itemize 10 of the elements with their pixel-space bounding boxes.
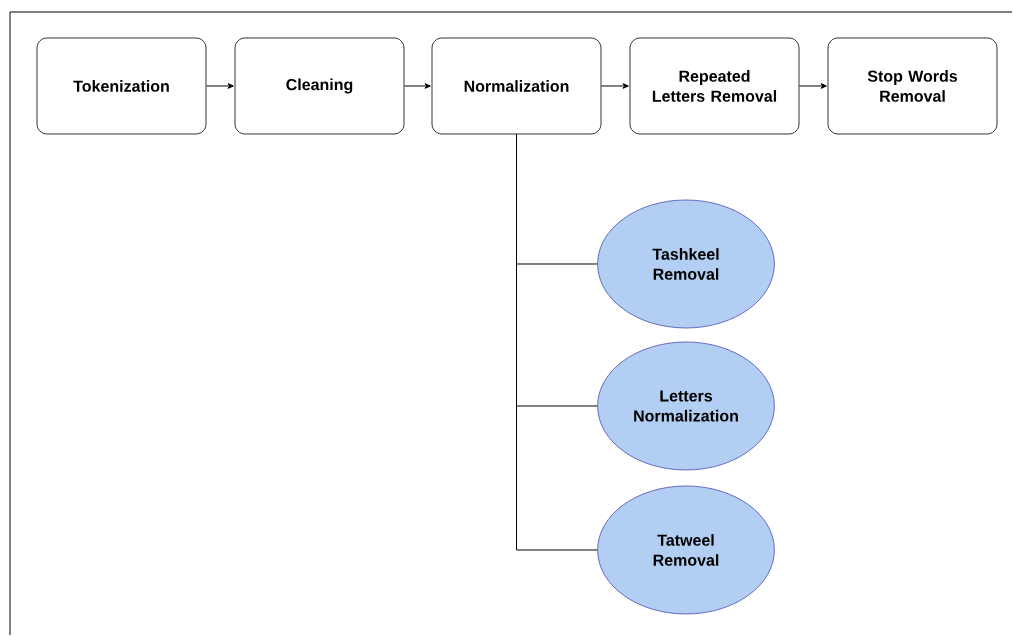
process-box: Repeated Letters Removal — [629, 37, 800, 135]
process-box: Stop Words Removal — [827, 37, 998, 135]
connector — [516, 133, 598, 551]
process-box: Tokenization — [36, 37, 207, 135]
connector — [205, 83, 234, 89]
connector — [798, 83, 827, 89]
process-box: Cleaning — [234, 37, 405, 135]
connector — [600, 83, 629, 89]
connector — [403, 83, 431, 89]
process-box: Normalization — [431, 37, 602, 135]
